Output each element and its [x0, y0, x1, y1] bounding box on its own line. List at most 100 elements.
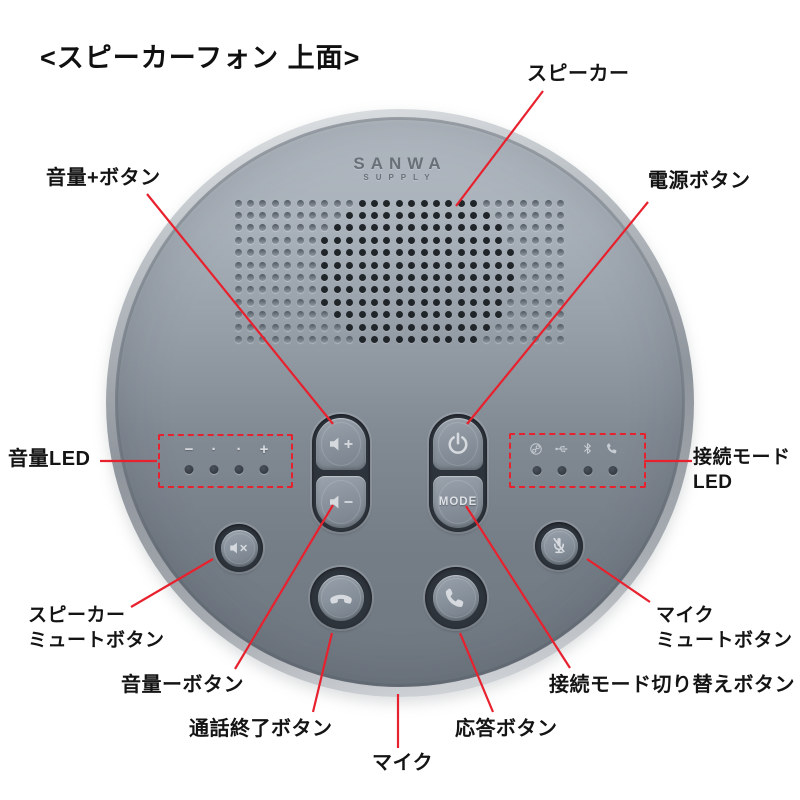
speaker-grille-hole [408, 236, 416, 244]
speaker-grille-hole [420, 236, 428, 244]
speaker-grille-hole [420, 249, 428, 257]
speaker-grille-hole [482, 335, 490, 343]
speaker-grille-hole [259, 298, 267, 306]
speaker-grille-hole [482, 199, 490, 207]
speaker-grille-hole [395, 323, 403, 331]
speaker-grille-hole [234, 298, 242, 306]
speaker-grille-hole [321, 323, 329, 331]
speaker-grille-hole [395, 273, 403, 281]
speaker-grille-hole [271, 335, 279, 343]
speaker-grille-hole [234, 323, 242, 331]
speaker-grille-hole [544, 224, 552, 232]
speaker-grille-hole [296, 261, 304, 269]
speaker-grille-hole [445, 311, 453, 319]
speaker-grille-hole [432, 211, 440, 219]
speaker-grille-hole [271, 224, 279, 232]
speaker-grille-hole [333, 286, 341, 294]
speaker-grille-hole [321, 199, 329, 207]
speaker-grille-hole [234, 311, 242, 319]
speaker-grille-hole [370, 261, 378, 269]
speaker-grille-hole [321, 236, 329, 244]
connection-mode-led [532, 466, 542, 475]
label-mode-switch: 接続モード切り替えボタン [549, 674, 795, 696]
speaker-grille-hole [445, 224, 453, 232]
speaker-grille-hole [532, 273, 540, 281]
speaker-grille-hole [271, 211, 279, 219]
speaker-grille-hole [271, 298, 279, 306]
label-connection-led: 接続モード LED [693, 447, 791, 493]
speaker-grille-hole [246, 261, 254, 269]
speaker-grille-hole [308, 311, 316, 319]
speaker-grille-hole [358, 311, 366, 319]
speaker-grille-hole [308, 261, 316, 269]
speaker-grille-hole [432, 311, 440, 319]
speaker-grille-hole [556, 273, 564, 281]
speaker-grille-hole [420, 323, 428, 331]
speaker-grille-hole [544, 249, 552, 257]
speaker-grille-hole [333, 199, 341, 207]
speaker-grille-hole [370, 211, 378, 219]
speaker-grille-hole [482, 211, 490, 219]
speaker-grille-hole [333, 335, 341, 343]
speaker-grille-hole [519, 224, 527, 232]
speaker-grille-hole [234, 261, 242, 269]
speaker-grille-hole [556, 236, 564, 244]
speaker-grille-hole [284, 211, 292, 219]
speaker-grille-hole [284, 335, 292, 343]
speaker-grille-hole [519, 298, 527, 306]
speaker-grille-hole [346, 199, 354, 207]
speaker-grille-hole [408, 211, 416, 219]
connection-mode-led [557, 466, 567, 475]
speaker-grille-hole [358, 298, 366, 306]
speaker-grille-hole [556, 249, 564, 257]
speaker-minus-icon [329, 495, 352, 509]
bluetooth-icon [584, 443, 591, 454]
label-volume-led: 音量LED [8, 448, 91, 470]
speaker-grille-hole [482, 298, 490, 306]
brand-logo: SANWA SUPPLY [0, 155, 800, 183]
speaker-grille-hole [519, 236, 527, 244]
speaker-grille-hole [234, 286, 242, 294]
speaker-grille-hole [346, 298, 354, 306]
label-mic: マイク [372, 752, 434, 774]
speaker-mute-button [215, 524, 263, 572]
speaker-grille-hole [271, 323, 279, 331]
speaker-grille-hole [457, 211, 465, 219]
speaker-grille-hole [296, 311, 304, 319]
speaker-grille-hole [544, 273, 552, 281]
speaker-grille-hole [395, 199, 403, 207]
speaker-grille-hole [532, 211, 540, 219]
speaker-grille-hole [271, 311, 279, 319]
speaker-grille-hole [346, 311, 354, 319]
volume-led [209, 465, 219, 474]
speaker-grille-hole [457, 224, 465, 232]
speaker-grille-hole [259, 323, 267, 331]
speaker-grille-hole [333, 311, 341, 319]
speaker-grille-hole [494, 323, 502, 331]
speaker-grille-hole [234, 249, 242, 257]
speaker-grille-hole [556, 261, 564, 269]
mode-button: MODE [433, 476, 483, 528]
speaker-grille-hole [234, 236, 242, 244]
speaker-grille-hole [470, 199, 478, 207]
speaker-grille-hole [408, 199, 416, 207]
speaker-grille-hole [259, 261, 267, 269]
speaker-grille-hole [519, 273, 527, 281]
speaker-grille-hole [457, 199, 465, 207]
speaker-grille-hole [383, 335, 391, 343]
speaker-grille-hole [358, 273, 366, 281]
speaker-grille-hole [358, 286, 366, 294]
speaker-grille-hole [445, 249, 453, 257]
speaker-grille-hole [519, 311, 527, 319]
speaker-grille-hole [284, 298, 292, 306]
handset-icon [445, 588, 464, 608]
speaker-grille-hole [358, 261, 366, 269]
speaker-grille-hole [358, 323, 366, 331]
speaker-grille-hole [346, 224, 354, 232]
speaker-grille-hole [544, 261, 552, 269]
speaker-grille-hole [370, 273, 378, 281]
speaker-grille-hole [544, 335, 552, 343]
speaker-grille-hole [494, 311, 502, 319]
speaker-grille-hole [544, 236, 552, 244]
speaker-grille-hole [544, 323, 552, 331]
